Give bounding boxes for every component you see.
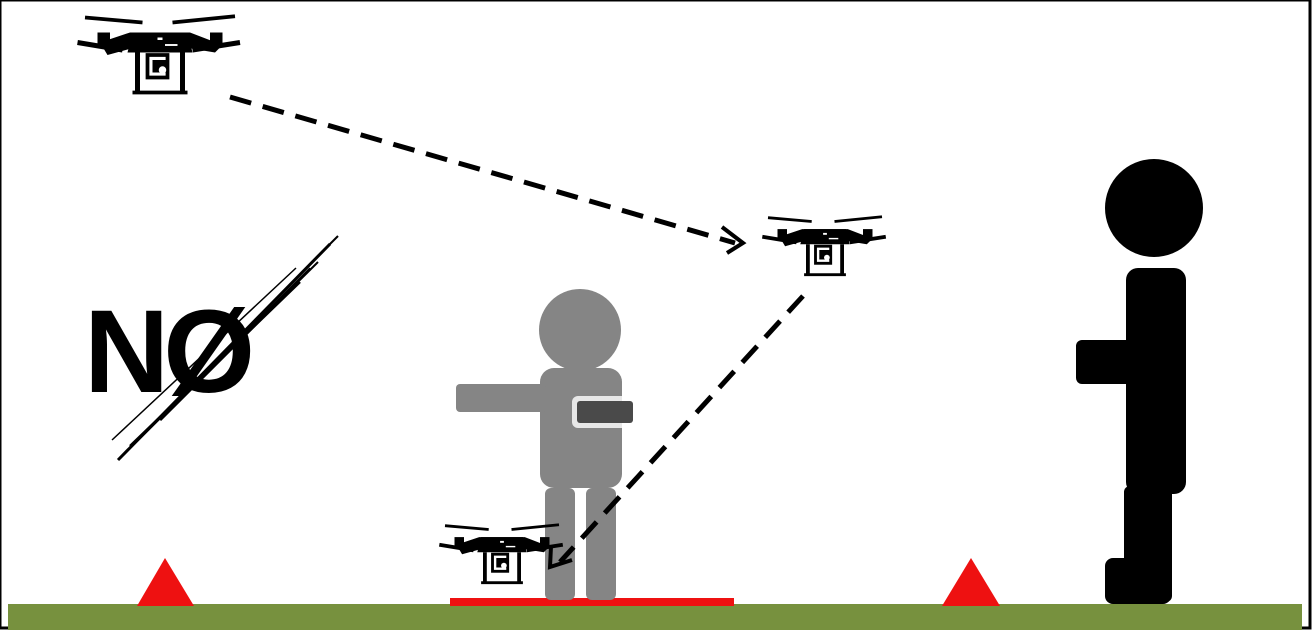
flight-path xyxy=(230,97,803,567)
drone-icon xyxy=(439,525,563,583)
drone-icon xyxy=(762,217,886,275)
ground-strip xyxy=(8,604,1302,630)
operator-person-icon xyxy=(456,289,622,600)
drone-icon xyxy=(78,16,241,92)
remote-controller-icon xyxy=(577,401,633,423)
cone-marker-icon xyxy=(137,558,194,606)
flight-path-segment-1 xyxy=(230,97,735,243)
no-sign: NØ xyxy=(84,236,338,460)
cone-marker-icon xyxy=(942,558,1000,606)
bystander-person-icon xyxy=(1076,159,1203,604)
